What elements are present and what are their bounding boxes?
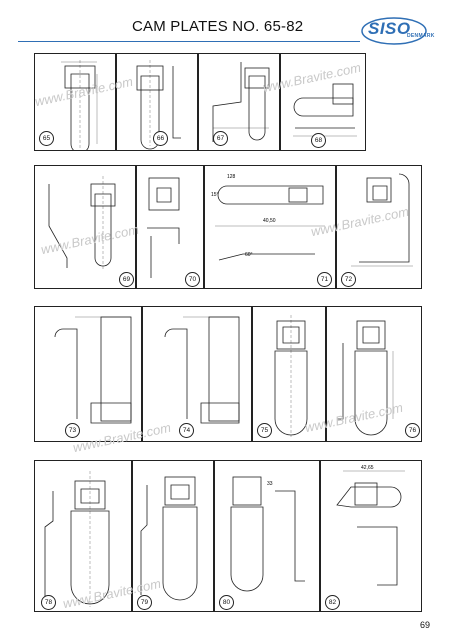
plate-number-badge: 79	[137, 595, 152, 610]
logo-subtext: DENMARK	[407, 33, 435, 39]
plate-number-badge: 65	[39, 131, 54, 146]
plate-number-badge: 75	[257, 423, 272, 438]
dimension-label: 60°	[245, 252, 253, 258]
cam-plate-panel: 66	[116, 53, 198, 151]
cam-plate-drawing	[293, 83, 357, 137]
plate-number-badge: 70	[185, 272, 200, 287]
cam-plate-panel: 75	[252, 306, 326, 442]
plate-number-badge: 66	[153, 131, 168, 146]
cam-plate-panel: 42,65 82	[320, 460, 422, 612]
cam-plate-drawing	[164, 316, 240, 424]
cam-plate-panel: 78	[34, 460, 132, 612]
logo-swoosh-icon	[361, 17, 427, 45]
dimension-label: 128	[227, 174, 236, 180]
plate-number-badge: 76	[405, 423, 420, 438]
cam-plate-drawing	[274, 315, 308, 437]
plate-number-badge: 67	[213, 131, 228, 146]
header-rule	[18, 41, 360, 42]
cam-plate-panel: 67	[198, 53, 280, 151]
plate-number-badge: 78	[41, 595, 56, 610]
plate-number-badge: 71	[317, 272, 332, 287]
cam-plate-drawing	[61, 60, 98, 150]
page-number: 69	[420, 620, 431, 630]
cam-plate-drawing	[44, 471, 110, 607]
cam-plate-panel: 76	[326, 306, 422, 442]
cam-plate-drawing	[351, 173, 413, 267]
dimension-label: 42,65	[361, 465, 374, 471]
cam-plate-panel: 68	[280, 53, 366, 151]
cam-plate-panel: 69	[34, 165, 136, 289]
cam-plate-drawing	[54, 316, 132, 424]
cam-plate-panel: 65	[34, 53, 116, 151]
cam-plate-panel: 128 15° 40,50 60° 71	[204, 165, 336, 289]
plate-number-badge: 73	[65, 423, 80, 438]
plate-number-badge: 80	[219, 595, 234, 610]
cam-plate-drawing	[140, 476, 198, 601]
cam-plate-drawing: 33	[230, 476, 305, 592]
dimension-label: 15°	[211, 192, 219, 198]
logo-text: SISO	[368, 19, 411, 38]
cam-plate-drawing	[147, 177, 180, 278]
page-title: CAM PLATES NO. 65-82	[132, 18, 304, 35]
dimension-label: 40,50	[263, 218, 276, 224]
siso-logo: SISO DENMARK	[360, 14, 435, 50]
dimension-label: 33	[267, 481, 273, 487]
plate-number-badge: 72	[341, 272, 356, 287]
plate-number-badge: 82	[325, 595, 340, 610]
cam-plate-panel: 70	[136, 165, 204, 289]
plate-number-badge: 69	[119, 272, 134, 287]
cam-plate-panel: 72	[336, 165, 422, 289]
cam-plate-panel: 73	[34, 306, 142, 442]
cam-plate-drawing	[212, 62, 270, 142]
cam-plate-drawing: 42,65	[336, 465, 405, 586]
plate-number-badge: 74	[179, 423, 194, 438]
cam-plate-panel: 74	[142, 306, 252, 442]
cam-plate-drawing: 128 15° 40,50 60°	[211, 174, 325, 261]
cam-plate-drawing	[337, 320, 394, 436]
cam-plate-panel: 79	[132, 460, 214, 612]
cam-plate-panel: 33 80	[214, 460, 320, 612]
plate-number-badge: 68	[311, 133, 326, 148]
cam-plate-drawing	[48, 176, 116, 270]
